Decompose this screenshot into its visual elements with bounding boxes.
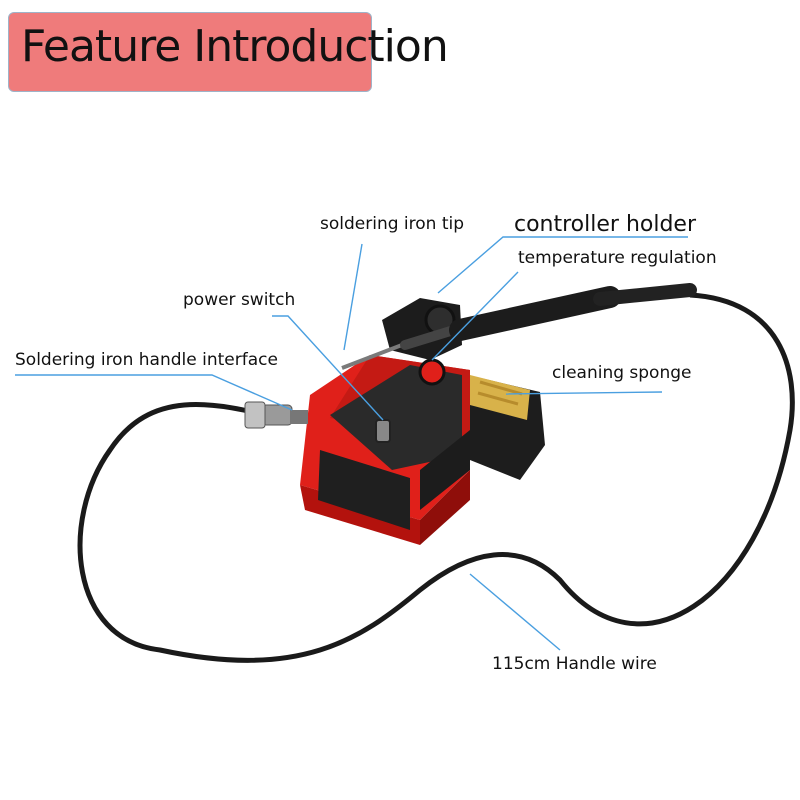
label-power-switch: power switch [183,290,296,310]
soldering-station-base [244,355,470,545]
leader-interface [15,374,293,411]
power-switch [375,419,391,443]
soldering-iron [341,283,697,370]
leader-holder [437,236,688,294]
cleaning-sponge-tray [455,372,545,480]
temperature-dial [418,358,446,386]
leader-temp [431,271,519,361]
label-controller-holder: controller holder [514,212,697,237]
page-title: Feature Introduction [21,21,449,72]
label-cleaning-sponge: cleaning sponge [552,363,692,383]
leader-power [272,315,384,421]
leader-lines [15,236,688,651]
label-soldering-iron-tip: soldering iron tip [320,214,465,234]
title-banner: Feature Introduction [8,12,449,92]
leader-wire [469,573,561,651]
leader-sponge [505,391,663,395]
label-handle-interface: Soldering iron handle interface [15,350,278,370]
leader-tip [343,243,363,351]
handle-interface-connector [244,401,308,429]
label-temperature-regulation: temperature regulation [518,248,717,268]
handle-wire [77,292,795,663]
label-handle-wire: 115cm Handle wire [492,654,657,674]
